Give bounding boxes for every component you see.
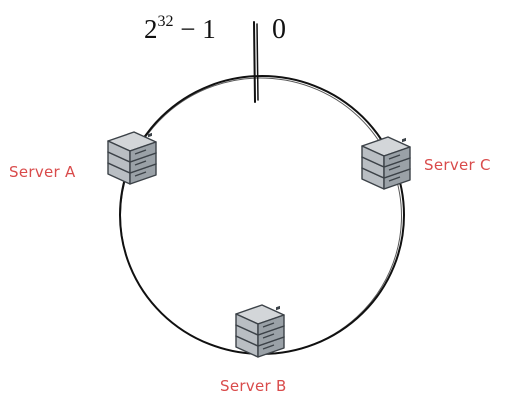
server-a-icon bbox=[108, 132, 156, 184]
ring-max-rest: − 1 bbox=[174, 14, 216, 44]
server-a-node bbox=[108, 132, 156, 184]
server-c-icon bbox=[362, 137, 410, 189]
server-b-label: Server B bbox=[220, 377, 287, 395]
server-c-node bbox=[362, 137, 410, 189]
server-c-label: Server C bbox=[424, 156, 491, 174]
server-a-label: Server A bbox=[9, 163, 76, 181]
ring-origin-marker bbox=[253, 21, 259, 103]
ring-max-value-label: 232 − 1 bbox=[144, 13, 216, 44]
ring-max-base: 2 bbox=[144, 14, 158, 44]
ring-max-exponent: 32 bbox=[158, 13, 174, 30]
ring-zero-label: 0 bbox=[272, 14, 286, 45]
server-b-node bbox=[236, 305, 284, 357]
server-b-icon bbox=[236, 305, 284, 357]
